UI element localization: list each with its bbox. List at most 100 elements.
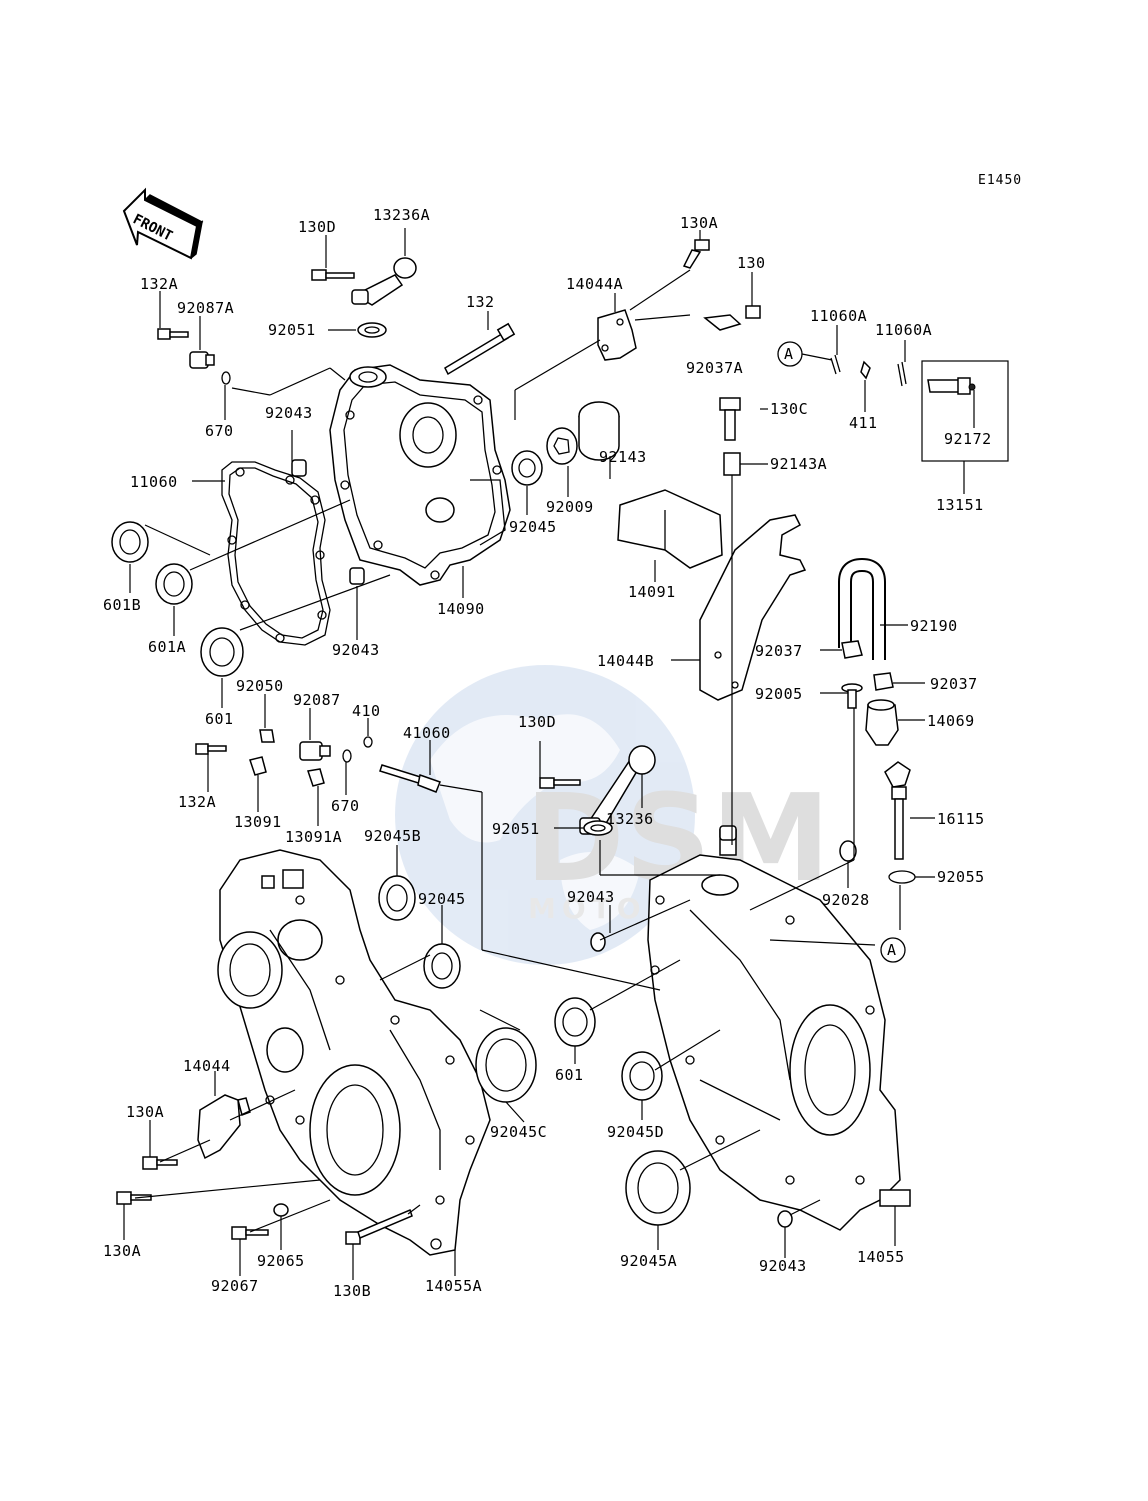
label-132a-mid: 132A bbox=[178, 793, 216, 811]
label-92043-mid: 92043 bbox=[567, 888, 615, 906]
fitting-92087a bbox=[189, 351, 215, 369]
label-92143a: 92143A bbox=[770, 455, 827, 473]
diagram-code: E1450 bbox=[978, 173, 1022, 188]
label-130b: 130B bbox=[333, 1282, 371, 1300]
label-411: 411 bbox=[849, 414, 878, 432]
clip-92037a bbox=[703, 305, 761, 331]
label-92045a: 92045A bbox=[620, 1252, 677, 1270]
label-601a: 601A bbox=[148, 638, 186, 656]
clamp-92037-a bbox=[841, 640, 863, 659]
label-41060: 41060 bbox=[403, 724, 451, 742]
label-92037-right: 92037 bbox=[930, 675, 978, 693]
dowel-92043-upper bbox=[291, 459, 307, 477]
part-labels: 130D 13236A 132A 92087A 92051 132 14044A… bbox=[103, 206, 992, 1300]
ring-92143 bbox=[578, 401, 620, 461]
gasket-11060 bbox=[221, 461, 331, 646]
fitting-92087 bbox=[299, 741, 331, 761]
label-601-bottom: 601 bbox=[555, 1066, 584, 1084]
bearing-601-top bbox=[200, 627, 244, 677]
label-92190: 92190 bbox=[910, 617, 958, 635]
clip-11060a-right bbox=[897, 361, 907, 387]
crankcase-14055a bbox=[217, 849, 491, 1256]
label-92045b: 92045B bbox=[364, 827, 421, 845]
bolt-132 bbox=[444, 322, 516, 376]
label-130d-mid: 130D bbox=[518, 713, 556, 731]
label-11060a-left: 11060A bbox=[810, 307, 867, 325]
bolt-130c bbox=[719, 397, 741, 441]
label-130a-top: 130A bbox=[680, 214, 718, 232]
label-92045-mid: 92045 bbox=[418, 890, 466, 908]
label-130a-lower1: 130A bbox=[126, 1103, 164, 1121]
bolt-130b bbox=[345, 1208, 413, 1245]
plate-13091a bbox=[307, 768, 325, 787]
label-92051-mid: 92051 bbox=[492, 820, 540, 838]
dowel-92043-upper2 bbox=[349, 567, 365, 585]
label-92043-upper: 92043 bbox=[265, 404, 313, 422]
label-14055: 14055 bbox=[857, 1248, 905, 1266]
label-92065: 92065 bbox=[257, 1252, 305, 1270]
label-13091a: 13091A bbox=[285, 828, 342, 846]
label-92143: 92143 bbox=[599, 448, 647, 466]
label-14069: 14069 bbox=[927, 712, 975, 730]
bearing-601a bbox=[155, 563, 193, 605]
bolt-92067 bbox=[231, 1226, 269, 1240]
lever-13236a bbox=[311, 257, 417, 306]
hose-92190 bbox=[838, 557, 886, 660]
label-410: 410 bbox=[352, 702, 381, 720]
label-670-top: 670 bbox=[205, 422, 234, 440]
label-92009: 92009 bbox=[546, 498, 594, 516]
gear-case-14090 bbox=[329, 364, 511, 586]
watermark-globe bbox=[395, 665, 695, 965]
dowel-92043-mid bbox=[590, 932, 606, 952]
valve-92172 bbox=[927, 377, 976, 395]
callout-a-top-label: A bbox=[784, 345, 794, 363]
label-92055: 92055 bbox=[937, 868, 985, 886]
bolt-132a-mid bbox=[195, 743, 227, 755]
label-92172: 92172 bbox=[944, 430, 992, 448]
label-13091: 13091 bbox=[234, 813, 282, 831]
oring-670-top bbox=[221, 371, 231, 385]
label-13236a: 13236A bbox=[373, 206, 430, 224]
bearing-92045d bbox=[621, 1051, 663, 1101]
label-601b: 601B bbox=[103, 596, 141, 614]
bolt-130a-lower2 bbox=[116, 1191, 152, 1205]
label-92043-upper2: 92043 bbox=[332, 641, 380, 659]
label-92005: 92005 bbox=[755, 685, 803, 703]
label-132: 132 bbox=[466, 293, 495, 311]
label-92037a: 92037A bbox=[686, 359, 743, 377]
label-14090: 14090 bbox=[437, 600, 485, 618]
filter-14069 bbox=[865, 699, 899, 746]
label-14091: 14091 bbox=[628, 583, 676, 601]
label-14044b: 14044B bbox=[597, 652, 654, 670]
label-670-mid: 670 bbox=[331, 797, 360, 815]
bearing-92045b bbox=[378, 875, 416, 921]
clip-11060a-left bbox=[830, 354, 841, 375]
leader-lines bbox=[123, 228, 975, 1280]
label-92050: 92050 bbox=[236, 677, 284, 695]
label-92087: 92087 bbox=[293, 691, 341, 709]
label-11060: 11060 bbox=[130, 473, 178, 491]
dowel-92043-right bbox=[719, 825, 737, 841]
joint-92005 bbox=[841, 683, 863, 709]
callout-a-bottom-label: A bbox=[887, 941, 897, 959]
crankcase-14055 bbox=[647, 829, 911, 1231]
label-92087a: 92087A bbox=[177, 299, 234, 317]
oring-92055 bbox=[888, 870, 916, 884]
bearing-601-bottom bbox=[554, 997, 596, 1047]
dowel-92043-lower bbox=[777, 1210, 793, 1228]
collar-92143a bbox=[723, 452, 741, 476]
callout-a-top: A bbox=[777, 341, 833, 367]
label-92045d: 92045D bbox=[607, 1123, 664, 1141]
seal-92051-top bbox=[357, 322, 387, 338]
label-11060a-right: 11060A bbox=[875, 321, 932, 339]
callout-a-bottom: A bbox=[880, 937, 906, 963]
bearing-601b bbox=[111, 521, 149, 563]
label-16115: 16115 bbox=[937, 810, 985, 828]
label-132a-top: 132A bbox=[140, 275, 178, 293]
bolt-130a-lower1 bbox=[142, 1156, 178, 1170]
bracket-14044 bbox=[197, 1094, 251, 1160]
label-14055a: 14055A bbox=[425, 1277, 482, 1295]
pin-411 bbox=[860, 360, 871, 380]
cover-14091 bbox=[617, 489, 723, 569]
